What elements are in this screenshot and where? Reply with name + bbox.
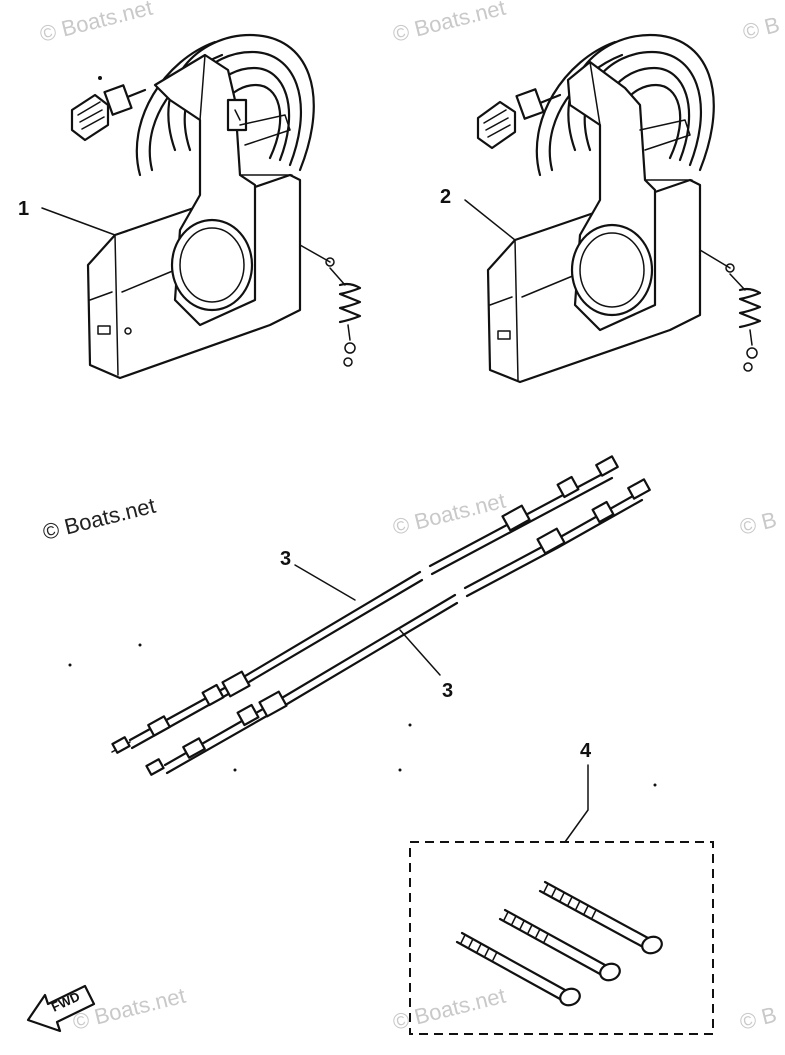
remote-control-box-2 [476,33,762,384]
stray-marks [68,643,657,787]
dashed-box [409,841,714,1035]
watermark: © Boats.net [390,488,508,540]
callout-4: 4 [580,740,592,762]
watermark: © Boats.net [40,493,158,545]
control-cables [111,455,651,776]
fwd-arrow-icon: FWD [26,984,96,1033]
watermark-partial: © B [740,12,782,45]
callout-3a: 3 [280,548,291,570]
bolt-kit [409,764,714,1035]
callout-1: 1 [18,198,29,220]
watermark-partial: © B [737,507,779,540]
watermark: © Boats.net [37,0,155,47]
callout-2: 2 [440,186,451,208]
watermark: © Boats.net [390,0,508,47]
watermark: © Boats.net [390,983,508,1035]
callout-3b: 3 [442,680,453,702]
watermark-partial: © B [737,1002,779,1035]
remote-control-box-1 [70,33,362,380]
